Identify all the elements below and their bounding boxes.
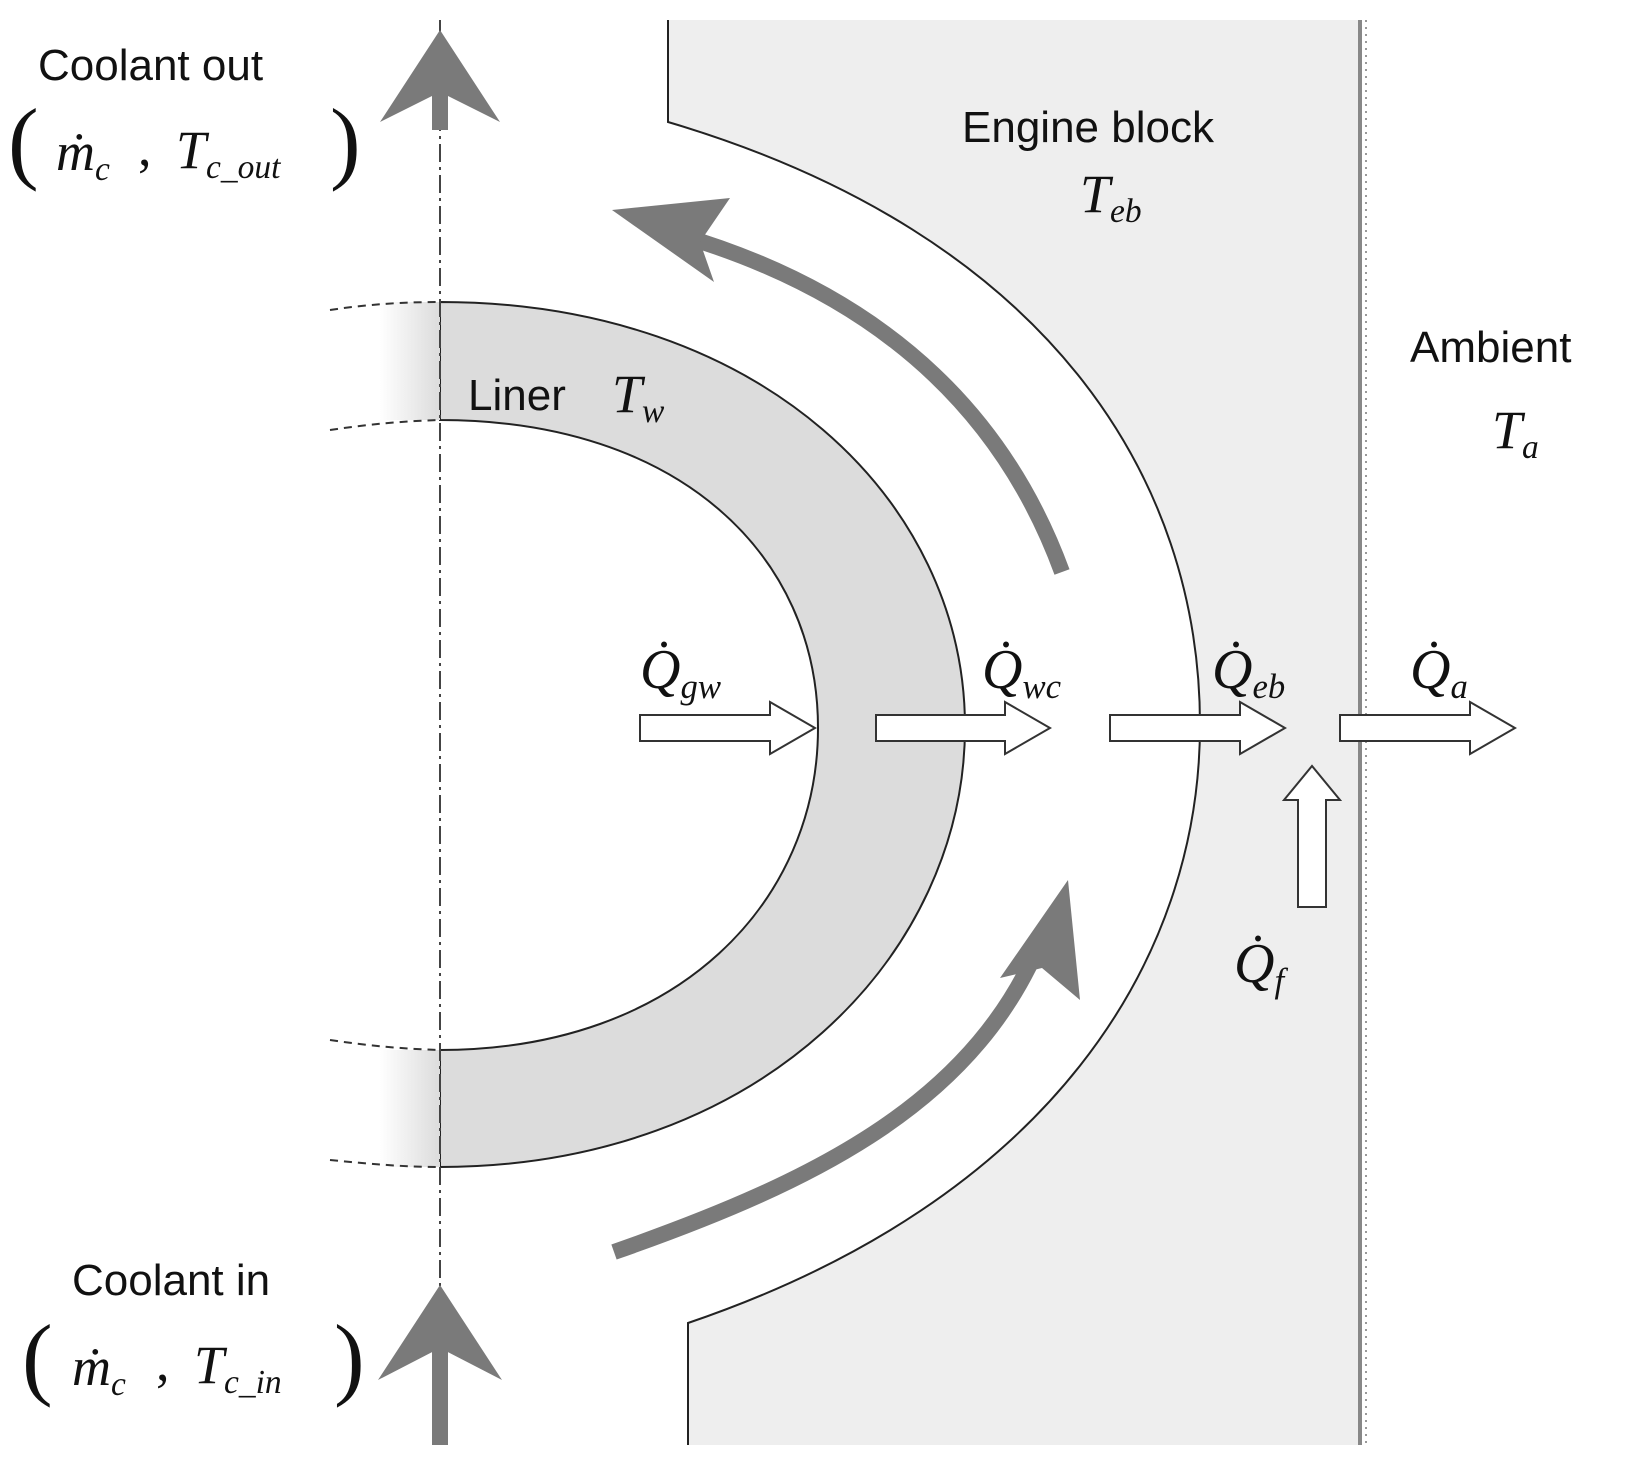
symbol-base: Q̇ [1410, 639, 1450, 701]
liner-label: Liner [468, 371, 566, 420]
liner-temperature: Tw [612, 364, 665, 430]
q-eb-label: Q̇eb [1212, 639, 1285, 706]
symbol-base: T [1080, 164, 1114, 224]
symbol-sub: c_out [206, 149, 281, 186]
coolant-flow-arrow-lower [611, 880, 1080, 1260]
liner-bottom-dashed-inner [329, 1039, 441, 1051]
ambient-temperature: Ta [1492, 400, 1539, 466]
q-a-label: Q̇a [1410, 639, 1468, 706]
q-gw-label: Q̇gw [640, 639, 721, 706]
symbol-base: Q̇ [1212, 639, 1252, 701]
heat-arrow-wc [875, 700, 1052, 756]
symbol-base: Q̇ [982, 639, 1022, 701]
coolant-in-temperature: Tc_in [194, 1335, 282, 1401]
symbol-base: T [176, 120, 210, 180]
liner-bottom-shade [380, 1050, 440, 1167]
coolant-out-open-paren: ( [8, 90, 39, 192]
heat-arrow-a [1339, 700, 1517, 756]
ambient-label: Ambient [1410, 323, 1571, 372]
liner-top-dashed-inner [329, 419, 441, 431]
symbol-base: Q̇ [640, 639, 680, 701]
heat-arrow-gw [639, 700, 817, 756]
coolant-out-label: Coolant out [38, 41, 263, 90]
symbol-base: T [194, 1335, 228, 1395]
engine-block-temperature: Teb [1080, 164, 1142, 230]
symbol-sub: eb [1252, 667, 1285, 706]
liner-ring [439, 300, 967, 1169]
coolant-flow-arrow-upper [612, 198, 1070, 575]
symbol-sub: c [111, 1366, 126, 1403]
coolant-out-mass-flow: ṁc [56, 122, 110, 188]
symbol-sub: w [642, 393, 665, 430]
coolant-in-comma: , [156, 1332, 170, 1392]
coolant-out-arrow [380, 30, 500, 130]
symbol-sub: eb [1110, 193, 1142, 230]
liner-top-shade [380, 302, 440, 420]
coolant-in-close-paren: ) [334, 1306, 365, 1408]
engine-block-label: Engine block [962, 103, 1215, 152]
symbol-sub: gw [680, 667, 721, 706]
symbol-sub: a [1522, 429, 1539, 466]
coolant-out-temperature: Tc_out [176, 120, 281, 186]
coolant-out-close-paren: ) [330, 90, 361, 192]
coolant-in-mass-flow: ṁc [72, 1337, 126, 1403]
coolant-out-state: ( ṁc , Tc_out ) [8, 90, 361, 192]
liner-bottom-dashed-outer [329, 1159, 441, 1168]
coolant-in-label: Coolant in [72, 1256, 270, 1305]
q-wc-label: Q̇wc [982, 639, 1062, 706]
coolant-in-arrow [378, 1285, 502, 1445]
symbol-base: ṁ [72, 1337, 111, 1397]
symbol-base: T [1492, 400, 1526, 460]
coolant-in-open-paren: ( [22, 1306, 53, 1408]
coolant-out-comma: , [138, 117, 152, 177]
symbol-sub: c [95, 151, 110, 188]
coolant-in-state: ( ṁc , Tc_in ) [22, 1306, 365, 1408]
symbol-sub: wc [1022, 667, 1061, 706]
symbol-base: ṁ [56, 122, 95, 182]
symbol-sub: a [1450, 667, 1467, 706]
symbol-sub: c_in [224, 1364, 282, 1401]
symbol-base: Q̇ [1234, 933, 1274, 995]
symbol-base: T [612, 364, 646, 424]
heat-arrow-f [1281, 764, 1343, 908]
heat-arrow-eb [1109, 700, 1287, 756]
liner-top-dashed-outer [329, 301, 441, 311]
engine-block-region [668, 20, 1360, 1445]
